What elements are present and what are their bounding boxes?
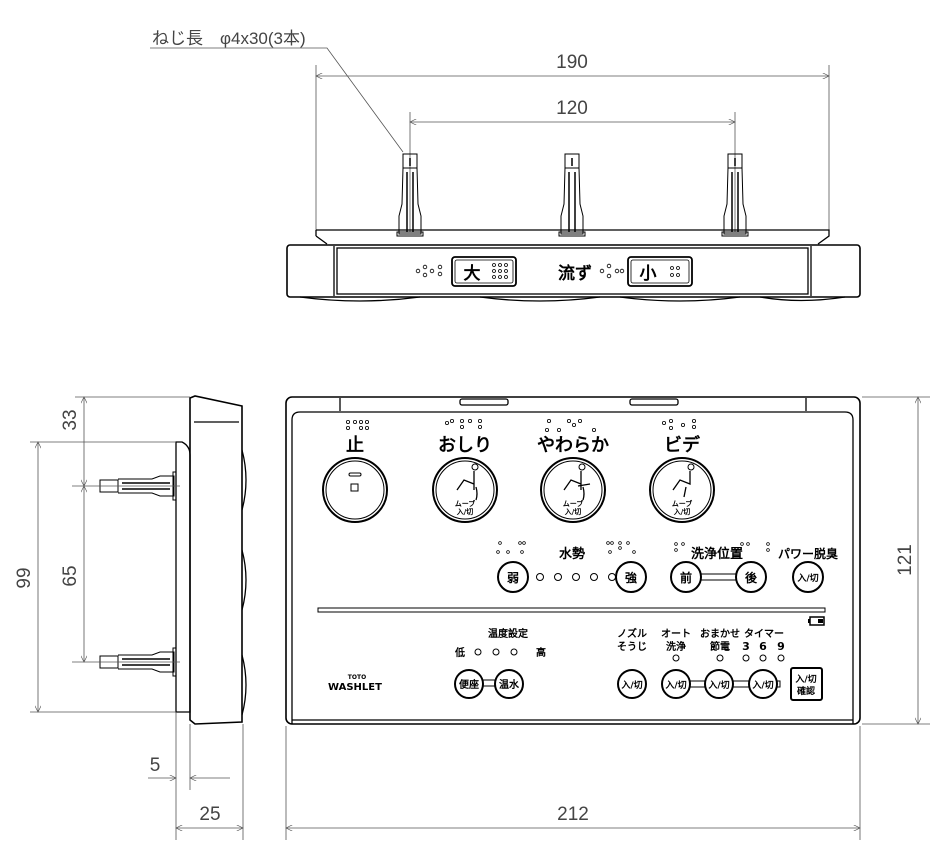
svg-text:温水: 温水 bbox=[499, 678, 520, 691]
washlet-logo: TOTO WASHLET bbox=[328, 674, 382, 693]
timer-value-6: 6 bbox=[759, 640, 767, 653]
wash-position-label: 洗浄位置 bbox=[691, 546, 743, 562]
seat-temp-button[interactable]: 便座 bbox=[454, 669, 484, 699]
water-pressure-level-indicator bbox=[536, 573, 616, 581]
flush-panel bbox=[336, 247, 809, 295]
svg-text:入/切: 入/切 bbox=[456, 507, 474, 516]
timer-value-9: 9 bbox=[777, 640, 785, 653]
rear-wash-button[interactable]: ムーブ 入/切 bbox=[432, 457, 498, 523]
timer-value-3: 3 bbox=[742, 640, 750, 653]
dimension-25: 25 bbox=[199, 804, 220, 825]
front-body bbox=[285, 396, 861, 725]
timer-label: タイマー bbox=[744, 628, 784, 640]
svg-text:前: 前 bbox=[680, 570, 692, 585]
water-weak-button[interactable]: 弱 bbox=[497, 561, 529, 593]
top-body bbox=[286, 244, 861, 298]
braille-dots bbox=[496, 541, 770, 554]
stop-icon bbox=[348, 472, 362, 492]
svg-text:弱: 弱 bbox=[507, 570, 519, 585]
battery-icon bbox=[808, 616, 825, 626]
dimension-65: 65 bbox=[60, 565, 81, 586]
svg-text:TOTO: TOTO bbox=[348, 674, 366, 681]
bidet-label: ビデ bbox=[664, 434, 701, 456]
svg-text:ムーブ: ムーブ bbox=[563, 499, 584, 508]
stop-button[interactable] bbox=[322, 457, 388, 523]
main-button-group: 止 おしり ムーブ 入/切 やわらか ムーブ 入/切 ビデ bbox=[322, 418, 715, 523]
svg-text:入/切: 入/切 bbox=[707, 680, 729, 691]
side-wall-plate bbox=[175, 441, 191, 713]
auto-wash-label-2: 洗浄 bbox=[666, 640, 686, 653]
timer-button[interactable]: 入/切 bbox=[748, 669, 778, 699]
side-view: 33 65 99 5 25 bbox=[14, 395, 247, 840]
front-view: 止 おしり ムーブ 入/切 やわらか ムーブ 入/切 ビデ bbox=[285, 396, 930, 840]
nozzle-clean-label-2: そうじ bbox=[617, 641, 647, 653]
svg-text:ムーブ: ムーブ bbox=[672, 499, 693, 508]
braille-dots bbox=[345, 418, 697, 432]
temperature-label: 温度設定 bbox=[488, 627, 528, 640]
separator bbox=[317, 607, 826, 613]
nozzle-clean-label-1: ノズル bbox=[617, 627, 647, 640]
svg-text:入/切: 入/切 bbox=[620, 680, 642, 691]
bidet-button[interactable]: ムーブ 入/切 bbox=[649, 457, 715, 523]
svg-text:便座: 便座 bbox=[459, 678, 479, 691]
water-pressure-label: 水勢 bbox=[559, 546, 585, 562]
power-save-label-2: 節電 bbox=[710, 640, 730, 653]
svg-text:入/切: 入/切 bbox=[664, 680, 686, 691]
deodorizer-button[interactable]: 入/切 bbox=[792, 561, 824, 593]
braille-dots bbox=[415, 263, 625, 279]
water-strong-button[interactable]: 強 bbox=[615, 561, 647, 593]
seated-person-icon bbox=[456, 463, 479, 501]
temperature-level-indicator bbox=[474, 648, 518, 656]
svg-text:確認: 確認 bbox=[797, 685, 815, 697]
nozzle-clean-button[interactable]: 入/切 bbox=[617, 669, 647, 699]
rear-wash-label: おしり bbox=[438, 435, 492, 456]
svg-text:大: 大 bbox=[464, 263, 481, 284]
temp-high-label: 高 bbox=[536, 646, 546, 659]
svg-text:入/切: 入/切 bbox=[751, 680, 773, 691]
position-front-button[interactable]: 前 bbox=[670, 561, 702, 593]
auto-wash-label-1: オート bbox=[661, 628, 691, 640]
confirm-button[interactable]: 入/切 確認 bbox=[790, 667, 823, 701]
screw-leader-line bbox=[150, 47, 404, 153]
seated-person-icon bbox=[672, 463, 695, 498]
power-save-button[interactable]: 入/切 bbox=[704, 669, 734, 699]
svg-text:入/切: 入/切 bbox=[794, 674, 816, 685]
dimension-99: 99 bbox=[14, 567, 35, 588]
deodorizer-label: パワー脱臭 bbox=[778, 546, 838, 561]
wall-plate bbox=[315, 229, 830, 245]
soft-wash-label: やわらか bbox=[537, 435, 609, 456]
position-back-button[interactable]: 後 bbox=[735, 561, 767, 593]
dimension-121: 121 bbox=[895, 544, 916, 576]
power-save-label-1: おまかせ bbox=[700, 628, 740, 640]
svg-text:入/切: 入/切 bbox=[673, 507, 691, 516]
soft-wash-button[interactable]: ムーブ 入/切 bbox=[540, 457, 606, 523]
svg-text:入/切: 入/切 bbox=[564, 507, 582, 516]
svg-text:WASHLET: WASHLET bbox=[328, 682, 382, 693]
side-body bbox=[189, 395, 243, 725]
svg-text:ムーブ: ムーブ bbox=[455, 499, 476, 508]
svg-text:強: 強 bbox=[625, 570, 637, 585]
dimension-5: 5 bbox=[150, 755, 161, 776]
seated-person-icon bbox=[563, 463, 591, 501]
svg-text:小: 小 bbox=[640, 264, 657, 284]
flush-big-button[interactable]: 大 bbox=[451, 256, 517, 287]
position-connector bbox=[699, 573, 738, 581]
svg-text:後: 後 bbox=[745, 570, 758, 585]
stop-label: 止 bbox=[346, 434, 364, 456]
flush-small-button[interactable]: 小 bbox=[627, 256, 693, 287]
flush-label: 流ず bbox=[558, 263, 592, 284]
temp-low-label: 低 bbox=[454, 646, 465, 659]
water-temp-button[interactable]: 温水 bbox=[494, 669, 524, 699]
dimension-120: 120 bbox=[556, 98, 588, 119]
status-leds bbox=[672, 654, 785, 662]
screw-anchor bbox=[558, 153, 586, 237]
top-view: ねじ長 φ4x30(3本) 190 120 大 流ず bbox=[150, 29, 861, 302]
dimension-212: 212 bbox=[557, 804, 589, 825]
auto-wash-button[interactable]: 入/切 bbox=[661, 669, 691, 699]
dimension-190: 190 bbox=[556, 52, 588, 73]
screw-note: ねじ長 φ4x30(3本) bbox=[152, 29, 306, 48]
svg-text:入/切: 入/切 bbox=[796, 573, 818, 584]
dimension-33: 33 bbox=[60, 409, 81, 430]
